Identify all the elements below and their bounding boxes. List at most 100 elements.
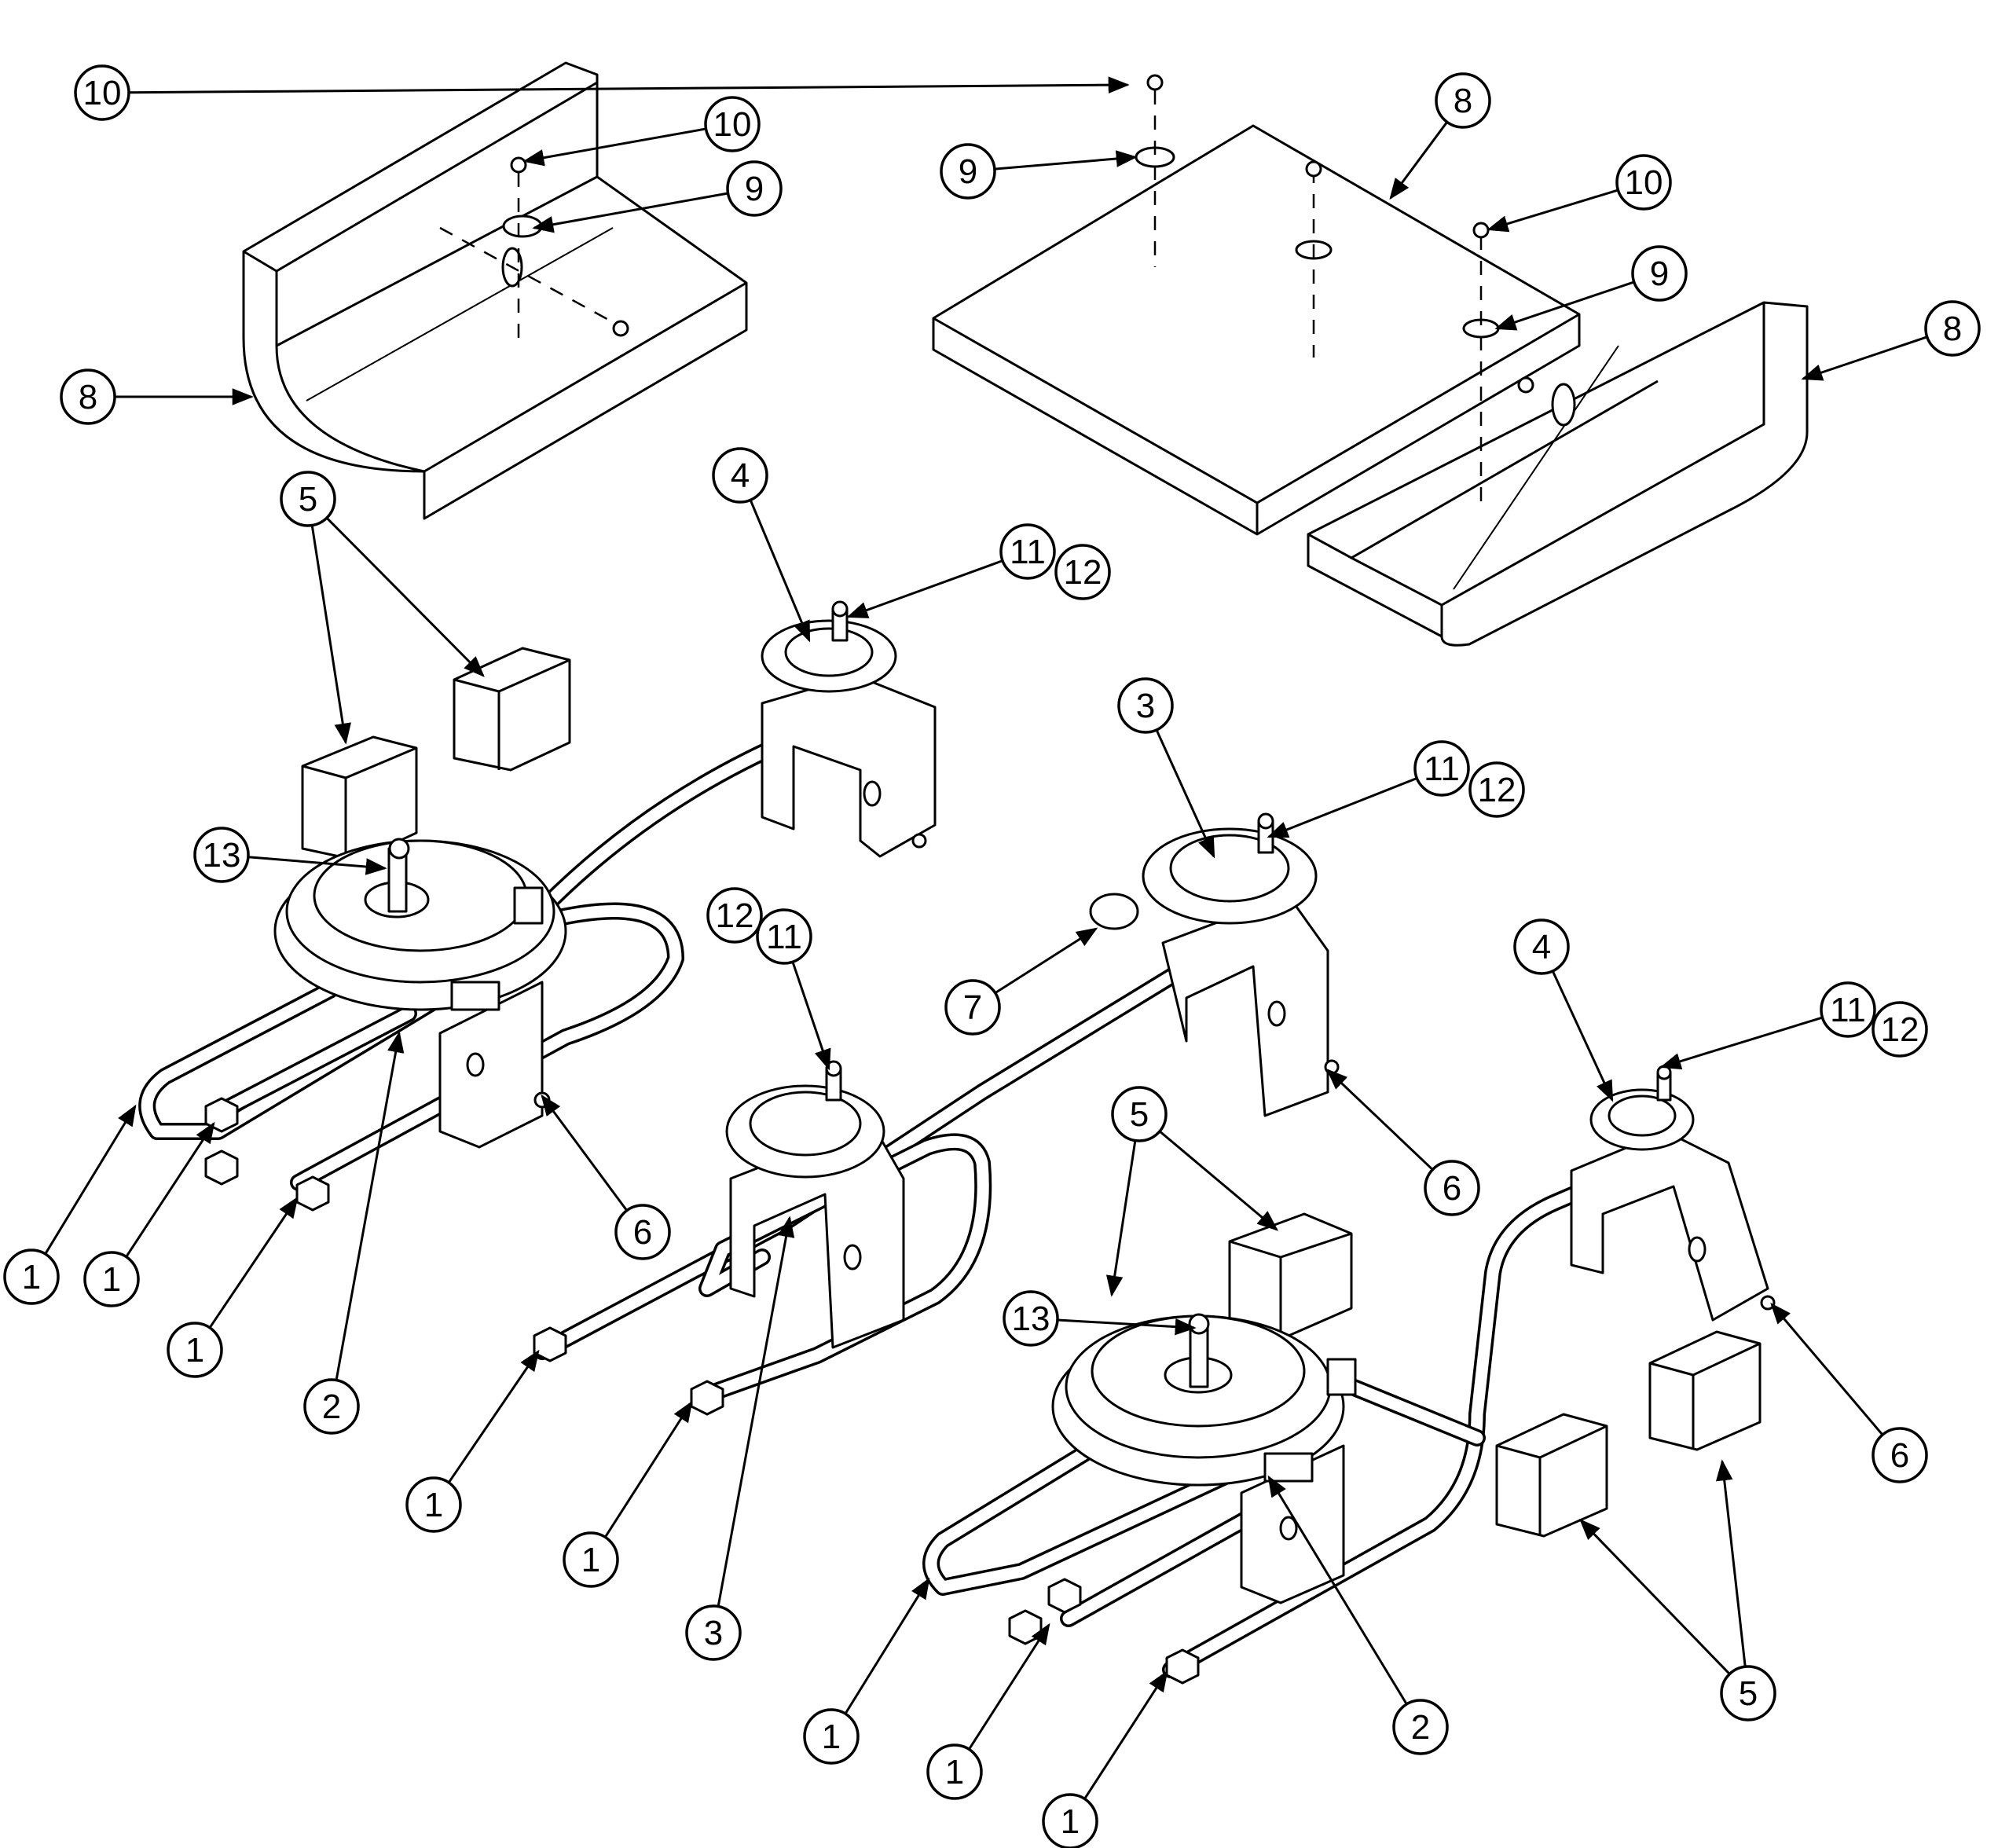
callout-bubble [1111,1086,1168,1142]
burner-large-right [1051,1313,1357,1604]
callout-label: 7 [963,988,982,1027]
callout-11: 11 [1413,740,1470,797]
callout-leader [968,1622,1050,1751]
callout-bubble [940,143,996,200]
callout-label: 12 [716,896,754,935]
callout-label: 11 [1830,991,1866,1029]
callout-3: 3 [1117,677,1174,734]
callout-leader [1659,1016,1823,1070]
callout-leader [1487,189,1619,233]
callout-leader [541,1094,628,1212]
callout-leader [1155,729,1215,859]
callout-label: 3 [704,1614,723,1652]
callout-leader [844,1577,930,1714]
callout-leader [1389,121,1448,200]
callout-9: 9 [726,160,783,217]
callout-bubble [1424,1160,1480,1216]
callout-leader [749,499,811,643]
callout-5: 5 [1111,1086,1168,1142]
callout-label: 1 [185,1331,204,1370]
callout-label: 11 [766,918,802,956]
callout-1: 1 [803,1708,860,1765]
callout-label: 1 [945,1753,964,1791]
callout-bubble [193,827,250,883]
callout-label: 8 [1943,310,1962,348]
callout-1: 1 [3,1248,60,1305]
callout-bubble [1720,1665,1776,1722]
callout-label: 10 [83,74,122,112]
callout-12: 12 [1872,1001,1928,1058]
callout-5: 5 [1720,1665,1776,1722]
callout-10: 10 [1615,154,1672,211]
callout-label: 8 [1454,82,1472,120]
callout-label: 1 [822,1718,841,1756]
callout-leader [44,1104,137,1255]
callout-leader [1801,336,1928,381]
callout-4: 4 [712,447,768,504]
callout-1: 1 [563,1531,619,1588]
callout-bubble [3,1248,60,1305]
callout-leader [994,150,1138,170]
callout-8: 8 [1924,300,1981,357]
callout-label: 9 [745,170,764,208]
callout-leader [994,927,1098,994]
callout-bubble [756,908,812,965]
callout-1: 1 [1042,1793,1098,1848]
callout-leader [1579,1519,1731,1675]
callout-leader [522,127,706,167]
burner-large-left [273,838,567,1149]
callout-label: 1 [1061,1802,1080,1841]
callout-leader [325,517,485,677]
callout-leader [532,192,728,233]
callout-7: 7 [944,979,1001,1036]
callout-label: 2 [322,1388,341,1426]
callout-bubble [803,1708,860,1765]
callout-bubble [1468,761,1525,818]
callout-6: 6 [614,1204,671,1260]
callout-11: 11 [999,523,1056,580]
callout-label: 11 [1424,750,1460,788]
callout-bubble [167,1322,223,1378]
callout-bubble [1413,740,1470,797]
callout-1: 1 [405,1476,462,1533]
callout-bubble [712,447,768,504]
callout-bubble [405,1476,462,1533]
callout-bubble [74,64,130,121]
callout-label: 10 [713,105,752,144]
callout-leader [1494,280,1635,331]
callout-bubble [303,1378,360,1435]
callout-label: 11 [1010,533,1046,571]
callout-bubble [1513,918,1570,975]
callout-leader [208,1196,299,1329]
callout-1: 1 [926,1744,983,1800]
callout-bubble [704,96,761,152]
callout-bubble [83,1251,140,1307]
callout-bubble [1117,677,1174,734]
callout-12: 12 [1468,761,1525,818]
callout-bubble [685,1604,742,1661]
callout-label: 12 [1064,553,1102,592]
callout-leader [1057,1318,1197,1336]
callout-1: 1 [167,1322,223,1378]
callout-bubble [1872,1001,1928,1058]
callout-6: 6 [1872,1427,1928,1483]
callout-leader [1159,1130,1279,1231]
callout-leader [846,559,1003,618]
callout-label: 9 [1650,255,1669,293]
callout-leader [1770,1302,1884,1436]
callout-bubble [1392,1699,1449,1755]
callout-label: 13 [1012,1300,1050,1338]
burner-medium-bottom [725,1060,905,1349]
callout-10: 10 [704,96,761,152]
callout-bubble [944,979,1001,1036]
callout-leader [717,1216,795,1607]
callout-label: 6 [633,1213,652,1252]
callout-bubble [60,368,116,425]
callout-label: 2 [1411,1708,1430,1747]
callout-bubble [1435,72,1491,129]
callout-leaders [44,76,1928,1800]
callout-leader [1326,1069,1434,1171]
callout-leader [247,856,387,875]
